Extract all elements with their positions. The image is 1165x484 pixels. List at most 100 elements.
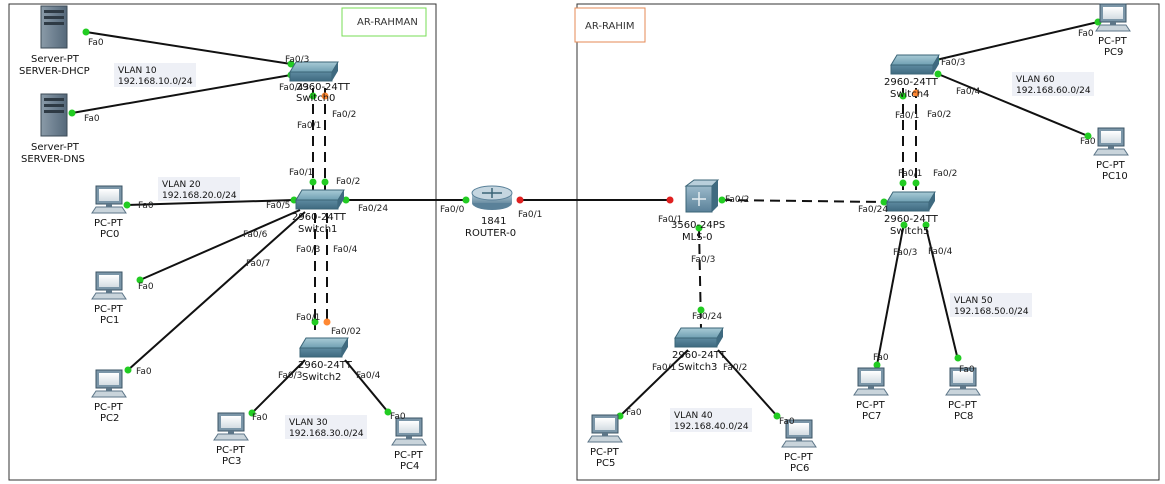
vlan-40-note[interactable]: VLAN 40 192.168.40.0/24 [674, 411, 749, 432]
port-label: Fa0/1 [895, 111, 919, 121]
pc5-name: PC5 [596, 458, 615, 469]
switch5-name: Switch5 [890, 226, 929, 237]
port-labels: Fa0 Fa0/3 Fa0 Fa0/43 Fa0/1 Fa0/2 Fa0/1 F… [84, 29, 1096, 427]
port-label: Fa0/3 [278, 371, 302, 381]
switch1-name: Switch1 [298, 224, 337, 235]
switch3[interactable]: 2960-24TT Switch3 [672, 327, 727, 373]
switch-icon [886, 191, 936, 212]
link-switch4-pc10 [937, 73, 1089, 137]
switch-icon [890, 54, 940, 75]
link-switch5-pc8 [924, 222, 959, 361]
switch0-name: Switch0 [296, 93, 335, 104]
pc-icon [853, 367, 889, 396]
port-label: Fa0/2 [725, 195, 749, 205]
links [71, 21, 1099, 417]
server-dhcp[interactable]: Server-PT SERVER-DHCP [19, 5, 90, 77]
switch0[interactable]: 2960-24TT Switch0 [289, 61, 351, 104]
multilayer-switch-icon [684, 179, 720, 213]
port-label: Fa0/2 [927, 110, 951, 120]
port-label: Fa0/24 [692, 312, 722, 322]
port-label: Fa0/1 [289, 168, 313, 178]
port-dots [68, 18, 1102, 420]
port-label: Fa0/3 [941, 58, 965, 68]
port-label: Fa0 [252, 413, 268, 423]
port-label: Fa0/24 [858, 205, 888, 215]
pc4-type: PC-PT [394, 450, 424, 461]
pc1-type: PC-PT [94, 304, 124, 315]
vlan-30-subnet: 192.168.30.0/24 [289, 429, 364, 439]
vlan-60-name: VLAN 60 [1016, 75, 1055, 85]
pc3-name: PC3 [222, 456, 241, 467]
pc9-name: PC9 [1104, 47, 1123, 58]
router-0[interactable]: 1841 ROUTER-0 [465, 185, 516, 239]
link-switch3-pc6 [717, 349, 778, 417]
port-label: Fa0/4 [333, 245, 358, 255]
port-label: Fa0 [626, 408, 642, 418]
server-dhcp-name: SERVER-DHCP [19, 66, 90, 77]
link-pc2-switch1 [127, 211, 306, 371]
switch4[interactable]: 2960-24TT Switch4 [884, 54, 940, 100]
port-label: Fa0/3 [691, 255, 715, 265]
vlan-50-name: VLAN 50 [954, 296, 993, 306]
area-rahim-frame [576, 3, 1160, 481]
link-dns-switch0 [71, 74, 292, 114]
switch2[interactable]: 2960-24TT Switch2 [298, 337, 353, 383]
switch1[interactable]: 2960-24TT Switch1 [292, 189, 347, 235]
switch-icon [299, 337, 349, 358]
vlan-30-note[interactable]: VLAN 30 192.168.30.0/24 [289, 418, 364, 439]
pc-icon [1093, 127, 1129, 156]
switch0-type: 2960-24TT [296, 82, 351, 93]
mls-0[interactable]: 3560-24PS MLS-0 [671, 179, 725, 243]
switch5[interactable]: 2960-24TT Switch5 [884, 191, 939, 237]
port-label: Fa0 [779, 417, 795, 427]
vlan-20-note[interactable]: VLAN 20 192.168.20.0/24 [162, 180, 237, 201]
pc-icon [1095, 3, 1131, 32]
area-rahman-label-box[interactable]: AR-RAHMAN [341, 7, 427, 37]
vlan-40-name: VLAN 40 [674, 411, 713, 421]
server-dns-type: Server-PT [31, 142, 80, 153]
area-rahim-label-box[interactable]: AR-RAHIM [574, 7, 646, 43]
port-label: Fa0 [1078, 29, 1094, 39]
link-switch3-pc5 [619, 349, 689, 417]
vlan-40-subnet: 192.168.40.0/24 [674, 422, 749, 432]
vlan-50-note[interactable]: VLAN 50 192.168.50.0/24 [954, 296, 1029, 317]
port-label: Fa0 [138, 282, 154, 292]
link-mls-switch5 [721, 199, 885, 203]
area-rahim-label: AR-RAHIM [585, 21, 634, 32]
pc6-type: PC-PT [784, 452, 814, 463]
vlan-60-subnet: 192.168.60.0/24 [1016, 86, 1091, 96]
area-rahman-label: AR-RAHMAN [357, 17, 418, 28]
switch4-type: 2960-24TT [884, 77, 939, 88]
router-icon [471, 185, 513, 210]
switch-icon [289, 61, 339, 82]
port-label: Fa0/3 [285, 55, 309, 65]
switch4-name: Switch4 [890, 89, 929, 100]
vlan-20-subnet: 192.168.20.0/24 [162, 191, 237, 201]
vlan-60-note[interactable]: VLAN 60 192.168.60.0/24 [1016, 75, 1091, 96]
switch3-name: Switch3 [678, 362, 717, 373]
port-label: Fa0/7 [246, 259, 270, 269]
port-label: Fa0/1 [898, 169, 922, 179]
vlan-notes [114, 63, 1094, 439]
pc-icon [91, 271, 127, 300]
port-label: Fa0/1 [652, 363, 676, 373]
pc5-type: PC-PT [590, 447, 620, 458]
port-label: Fa0/4 [356, 371, 381, 381]
port-label: Fa0 [84, 114, 100, 124]
vlan-10-note[interactable]: VLAN 10 192.168.10.0/24 [118, 66, 193, 87]
link-switch5-pc7 [876, 222, 905, 366]
vlan-10-subnet: 192.168.10.0/24 [118, 77, 193, 87]
port-label: Fa0/4 [928, 247, 953, 257]
server-dns[interactable]: Server-PT SERVER-DNS [21, 93, 85, 165]
